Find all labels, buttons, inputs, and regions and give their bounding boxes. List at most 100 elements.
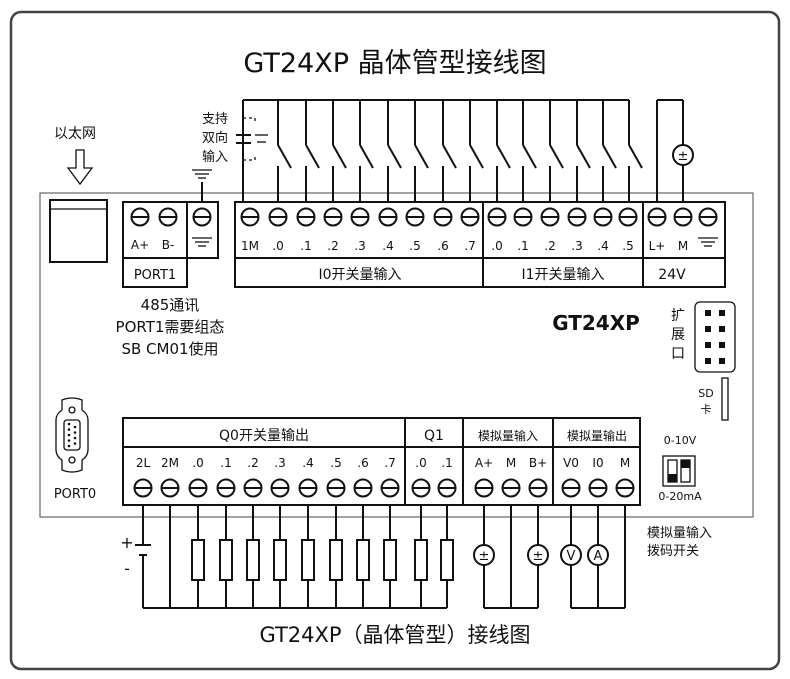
- expansion-label: 扩: [671, 308, 685, 324]
- expansion-pin: [705, 342, 711, 348]
- battery-minus-label: -: [124, 559, 130, 578]
- switch-contact-icon: [522, 144, 537, 169]
- terminal-label: B+: [529, 456, 547, 470]
- expansion-label: 口: [671, 346, 685, 362]
- terminal-label: 1M: [241, 239, 259, 253]
- dip-note: 模拟量输入: [647, 525, 712, 541]
- dip-bottom-label: 0-20mA: [658, 490, 702, 503]
- switch-contact-icon: [387, 144, 402, 169]
- db9-pin: [73, 436, 77, 440]
- terminal-label: .0: [491, 239, 502, 253]
- dc-source-icon: [672, 144, 694, 166]
- switch-contact-icon: [277, 144, 292, 169]
- bidirectional-note: 支持: [202, 112, 228, 127]
- db9-pin: [67, 433, 71, 437]
- db9-pin: [73, 442, 77, 445]
- expansion-port: [694, 301, 736, 373]
- port1-note: PORT1需要组态: [116, 318, 225, 336]
- ethernet-port: [49, 199, 108, 263]
- terminal-label: B-: [162, 238, 175, 252]
- terminal-label: A+: [131, 238, 149, 252]
- dip-switch: [662, 455, 696, 487]
- terminal-label: .3: [571, 239, 582, 253]
- load-resistor-icon: [329, 539, 343, 581]
- load-resistor-icon: [440, 539, 454, 581]
- sd-label: SD: [698, 387, 713, 400]
- terminal-label: M: [506, 456, 516, 470]
- i0-section-label: I0开关量输入: [318, 267, 401, 283]
- terminal-label: .2: [327, 239, 338, 253]
- analog-output-section-label: 模拟量输出: [567, 428, 627, 443]
- port0-label: PORT0: [54, 487, 96, 502]
- terminal-label: .5: [622, 239, 633, 253]
- voltmeter-icon-label: V: [567, 549, 576, 564]
- switch-contact-icon: [359, 144, 374, 169]
- terminal-label: .0: [415, 456, 426, 470]
- switch-contact-icon: [442, 144, 457, 169]
- terminal-label: .2: [247, 456, 258, 470]
- i1-section-label: I1开关量输入: [521, 267, 604, 283]
- load-resistor-icon: [356, 539, 370, 581]
- terminal-label: .4: [597, 239, 608, 253]
- switch-contact-icon: [496, 144, 511, 169]
- terminal-label: .2: [544, 239, 555, 253]
- dip-note: 拨码开关: [647, 544, 699, 559]
- switch-contact-icon: [576, 144, 591, 169]
- db9-screw: [68, 456, 76, 464]
- terminal-label: .1: [517, 239, 528, 253]
- terminal-label: .7: [384, 456, 395, 470]
- expansion-pin: [719, 342, 725, 348]
- terminal-label: .6: [357, 456, 368, 470]
- bidirectional-dashed: [243, 117, 256, 161]
- terminal-label: .4: [382, 239, 393, 253]
- load-resistor-icon: [383, 539, 397, 581]
- ammeter-icon-label: A: [594, 549, 603, 564]
- terminal-label: .6: [437, 239, 448, 253]
- load-resistor-icon: [273, 539, 287, 581]
- analog-input-section-label: 模拟量输入: [478, 428, 538, 443]
- sd-label: 卡: [701, 403, 712, 416]
- load-resistor-icon: [191, 539, 205, 581]
- terminal-label: .3: [274, 456, 285, 470]
- terminal-label: .1: [220, 456, 231, 470]
- port1-note: SB CM01使用: [121, 340, 218, 358]
- expansion-pin: [705, 326, 711, 332]
- expansion-pin: [719, 358, 725, 364]
- terminal-label: V0: [563, 456, 579, 470]
- terminal-label: 2M: [161, 456, 179, 470]
- terminal-label: .5: [330, 456, 341, 470]
- expansion-pin: [719, 326, 725, 332]
- terminal-label: .4: [302, 456, 313, 470]
- db9-screw: [68, 406, 76, 414]
- terminal-label: M: [678, 239, 688, 253]
- switch-contact-icon: [305, 144, 320, 169]
- db9-pin: [73, 431, 77, 434]
- terminal-label: .1: [441, 456, 452, 470]
- ai-source-icon-label: ±: [533, 549, 544, 564]
- switch-contact-icon: [414, 144, 429, 169]
- ethernet-label: 以太网: [54, 126, 96, 142]
- switch-contact-icon: [628, 144, 643, 169]
- switch-contact-icon: [469, 144, 484, 169]
- power-section-label: 24V: [658, 267, 686, 283]
- dip-knob: [668, 474, 677, 482]
- ai-source-icon-label: ±: [479, 549, 490, 564]
- load-resistor-icon: [219, 539, 233, 581]
- terminal-label: .7: [464, 239, 475, 253]
- bidirectional-note: 输入: [202, 149, 228, 165]
- dip-top-label: 0-10V: [664, 434, 697, 447]
- expansion-pin: [719, 310, 725, 316]
- outer-frame: [9, 10, 781, 671]
- caption: GT24XP（晶体管型）接线图: [259, 623, 530, 647]
- q1-section-label: Q1: [424, 428, 444, 444]
- port1-note: 485通讯: [141, 296, 200, 314]
- model-label: GT24XP: [552, 311, 640, 335]
- load-resistor-icon: [414, 539, 428, 581]
- switch-contact-icon: [549, 144, 564, 169]
- terminal-label: .0: [272, 239, 283, 253]
- port0-db9-connector: [55, 397, 89, 473]
- port1-label: PORT1: [134, 268, 176, 283]
- terminal-label: 2L: [136, 456, 151, 470]
- terminal-label: L+: [649, 239, 666, 253]
